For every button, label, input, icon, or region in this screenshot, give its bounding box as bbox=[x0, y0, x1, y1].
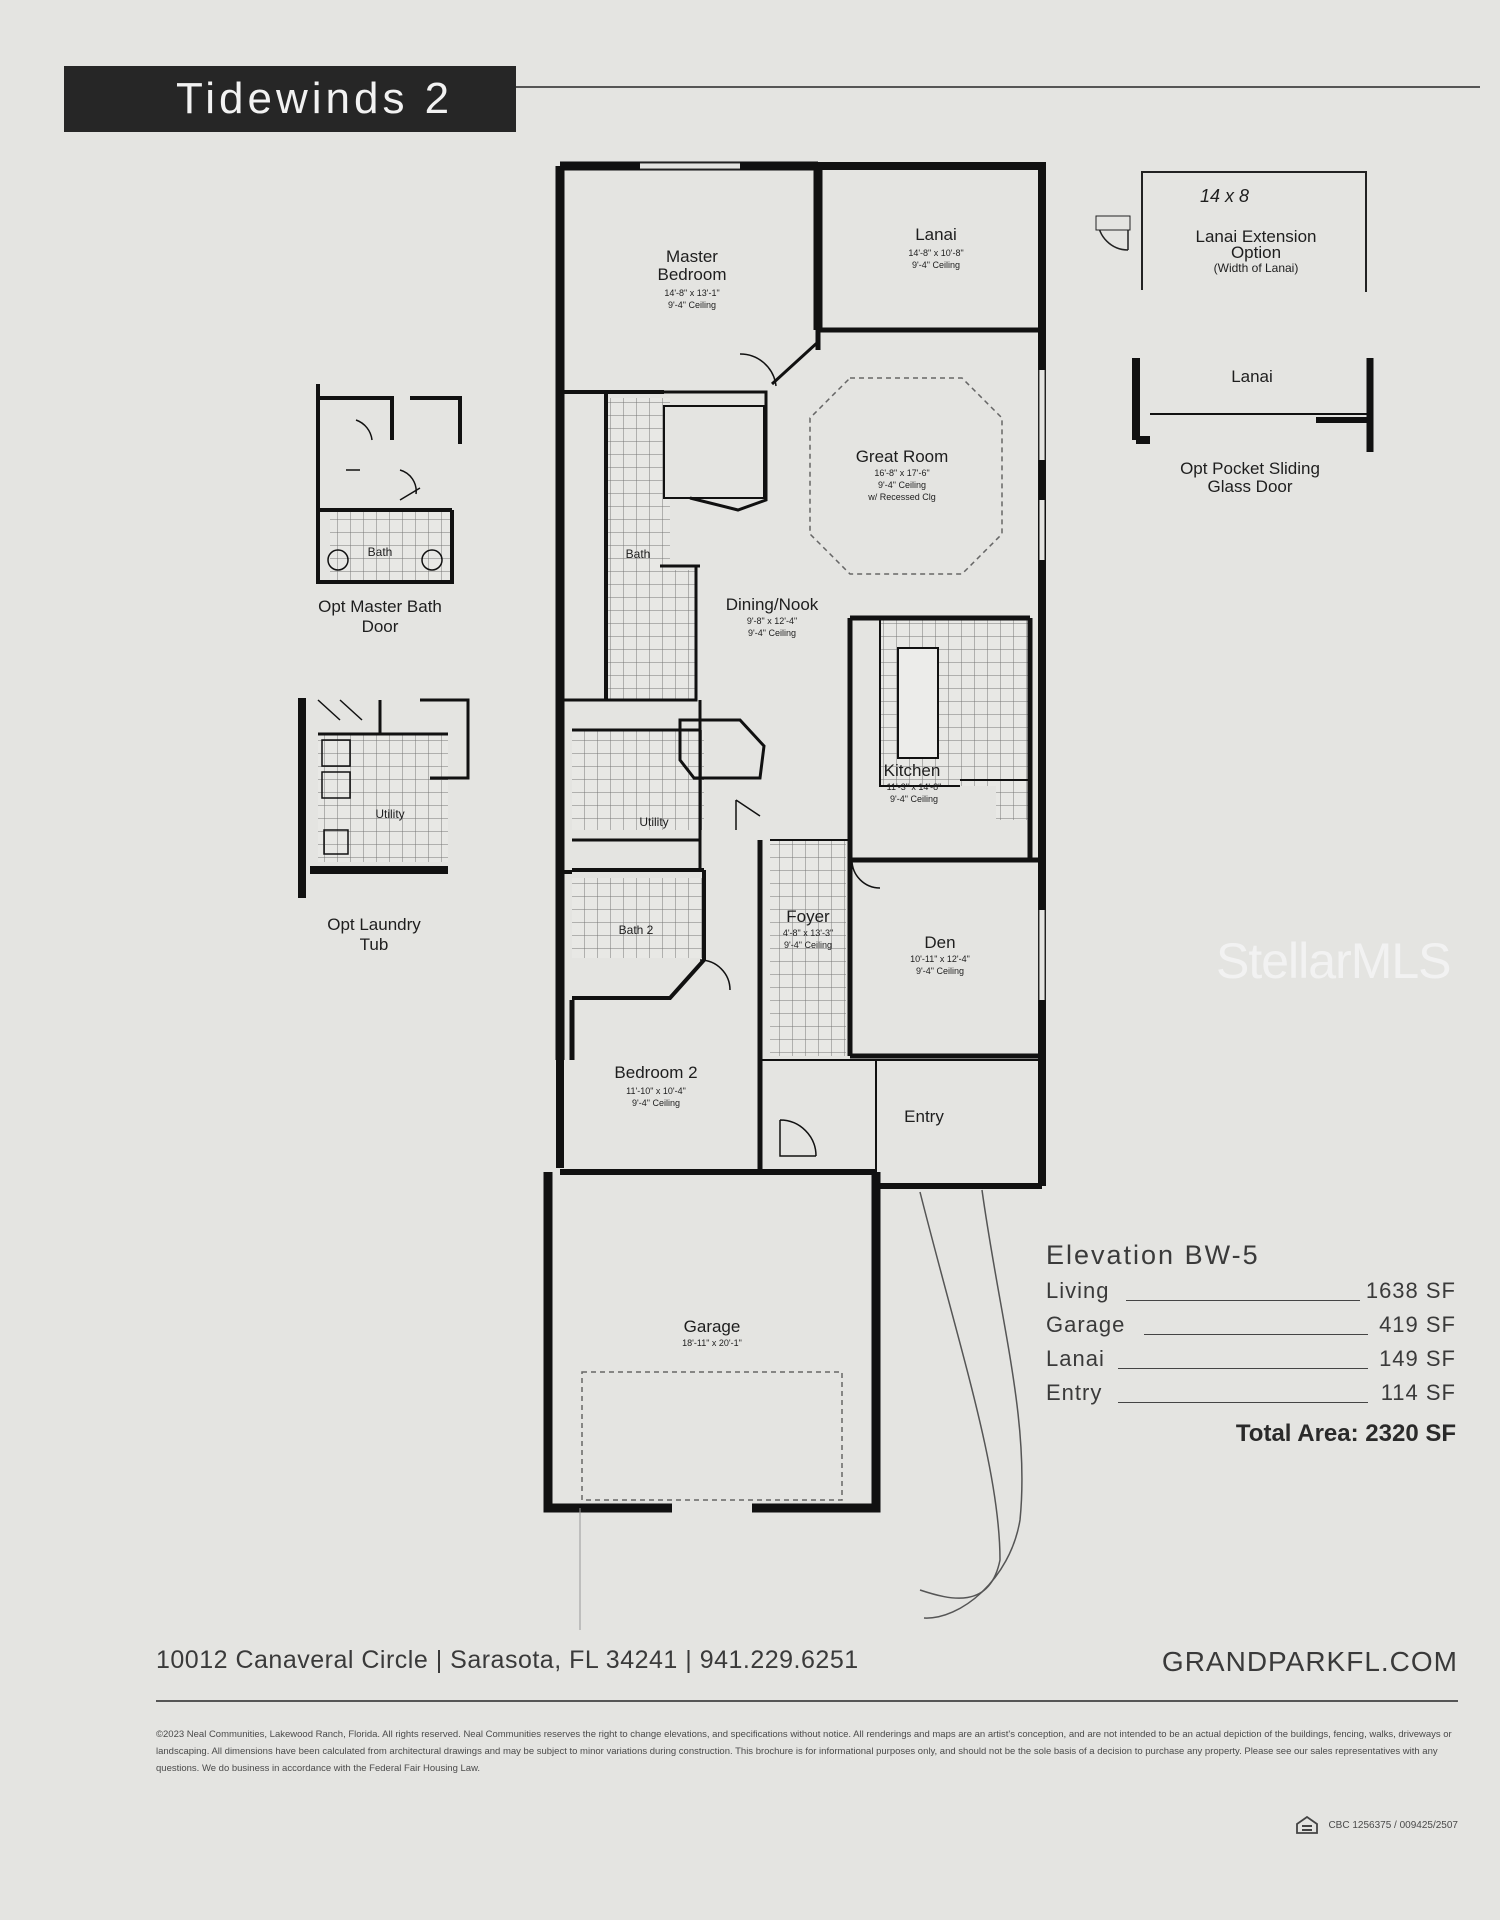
kitchen-ceiling: 9'-4" Ceiling bbox=[890, 794, 938, 804]
bath2-tile bbox=[572, 878, 704, 958]
room-labels: Master Bedroom 14'-8" x 13'-1" 9'-4" Cei… bbox=[614, 225, 969, 1348]
area-row-garage: Garage 419 SF bbox=[1046, 1312, 1456, 1342]
great-room-ceiling: 9'-4" Ceiling bbox=[878, 480, 926, 490]
utility-tile bbox=[572, 730, 704, 830]
bedroom2-ceiling: 9'-4" Ceiling bbox=[632, 1098, 680, 1108]
foyer-ceiling: 9'-4" Ceiling bbox=[784, 940, 832, 950]
opt-laundry-line1: Opt Laundry bbox=[327, 915, 421, 934]
bath-tile bbox=[606, 398, 670, 570]
lanai-ext-line3: (Width of Lanai) bbox=[1214, 261, 1299, 275]
laundry-tub-option: Utility Opt Laundry Tub bbox=[298, 698, 470, 954]
disclaimer-text: ©2023 Neal Communities, Lakewood Ranch, … bbox=[156, 1729, 1452, 1774]
area-label: Entry bbox=[1046, 1380, 1103, 1405]
license-row: CBC 1256375 / 009425/2507 bbox=[1296, 1816, 1458, 1834]
foyer-tile bbox=[770, 840, 846, 1056]
pocket-door-line1: Opt Pocket Sliding bbox=[1180, 459, 1320, 478]
bath-label: Bath bbox=[626, 547, 651, 561]
bedroom2-label: Bedroom 2 bbox=[614, 1063, 697, 1082]
area-value: 114 SF bbox=[1380, 1380, 1456, 1405]
lanai-ext-handwritten: 14 x 8 bbox=[1200, 186, 1249, 206]
kitchen-label: Kitchen bbox=[884, 761, 941, 780]
area-row-living: Living 1638 SF bbox=[1046, 1278, 1456, 1308]
area-value: 149 SF bbox=[1379, 1346, 1456, 1371]
master-bedroom-dims: 14'-8" x 13'-1" bbox=[664, 288, 719, 298]
garage-dims: 18'-11" x 20'-1" bbox=[682, 1338, 742, 1348]
license-number: CBC 1256375 / 009425/2507 bbox=[1328, 1819, 1458, 1831]
den-label: Den bbox=[924, 933, 955, 952]
den-ceiling: 9'-4" Ceiling bbox=[916, 966, 964, 976]
dining-dims: 9'-8" x 12'-4" bbox=[747, 616, 797, 626]
top-rule bbox=[516, 86, 1480, 88]
pocket-door-line2: Glass Door bbox=[1207, 477, 1292, 496]
lanai-ext-line2: Option bbox=[1231, 243, 1281, 262]
footer-address: 10012 Canaveral Circle | Sarasota, FL 34… bbox=[156, 1646, 859, 1674]
footer-website-link[interactable]: GRANDPARKFL.COM bbox=[1161, 1646, 1458, 1677]
area-label: Garage bbox=[1046, 1312, 1126, 1337]
lanai-ext-line1: Lanai Extension bbox=[1196, 227, 1317, 246]
bath2-label: Bath 2 bbox=[619, 923, 654, 937]
foyer-dims: 4'-8" x 13'-3" bbox=[783, 928, 833, 938]
pocket-door-option: Lanai Opt Pocket Sliding Glass Door bbox=[1132, 358, 1374, 496]
watermark: StellarMLS bbox=[1216, 933, 1452, 989]
den-dims: 10'-11" x 12'-4" bbox=[910, 954, 970, 964]
lanai-label: Lanai bbox=[915, 225, 957, 244]
great-room-ceiling-note: w/ Recessed Clg bbox=[867, 492, 936, 502]
foyer-label: Foyer bbox=[786, 907, 830, 926]
equal-housing-icon bbox=[1296, 1816, 1319, 1834]
area-label: Lanai bbox=[1046, 1346, 1105, 1371]
master-bath-door-option: Bath Opt Master Bath Door bbox=[316, 384, 462, 636]
opt-laundry-line2: Tub bbox=[360, 935, 389, 954]
utility-label: Utility bbox=[639, 815, 668, 829]
total-area: Total Area: 2320 SF bbox=[1235, 1420, 1456, 1447]
area-label: Living bbox=[1046, 1278, 1110, 1303]
great-room-dims: 16'-8" x 17'-6" bbox=[874, 468, 929, 478]
area-row-entry: Entry 114 SF bbox=[1046, 1380, 1456, 1410]
bedroom2-dims: 11'-10" x 10'-4" bbox=[626, 1086, 686, 1096]
master-bedroom-label: Master bbox=[666, 247, 718, 266]
entry-label: Entry bbox=[904, 1107, 944, 1126]
opt-utility-label: Utility bbox=[375, 807, 404, 821]
dining-ceiling: 9'-4" Ceiling bbox=[748, 628, 796, 638]
lanai-ceiling: 9'-4" Ceiling bbox=[912, 260, 960, 270]
lanai-extension-option: 14 x 8 Lanai Extension Option (Width of … bbox=[1095, 171, 1367, 292]
opt-bath-label: Bath bbox=[368, 545, 393, 559]
great-room-label: Great Room bbox=[856, 447, 949, 466]
master-bedroom-ceiling: 9'-4" Ceiling bbox=[668, 300, 716, 310]
area-row-lanai: Lanai 149 SF bbox=[1046, 1346, 1456, 1376]
pocket-lanai-label: Lanai bbox=[1231, 367, 1273, 386]
kitchen-dims: 11'-3" x 14'-8" bbox=[887, 782, 942, 792]
opt-master-bath-line2: Door bbox=[362, 617, 399, 636]
area-value: 419 SF bbox=[1379, 1312, 1456, 1337]
dining-label: Dining/Nook bbox=[726, 595, 819, 614]
garage-label: Garage bbox=[684, 1317, 741, 1336]
plan-title: Tidewinds 2 bbox=[64, 66, 516, 132]
area-value: 1638 SF bbox=[1365, 1278, 1456, 1303]
main-plan bbox=[543, 161, 1046, 1630]
opt-master-bath-line1: Opt Master Bath bbox=[318, 597, 442, 616]
elevation-title: Elevation BW-5 bbox=[1046, 1240, 1260, 1270]
lanai-dims: 14'-8" x 10'-8" bbox=[908, 248, 963, 258]
footer-rule bbox=[156, 1700, 1458, 1702]
master-bedroom-label-2: Bedroom bbox=[658, 265, 727, 284]
